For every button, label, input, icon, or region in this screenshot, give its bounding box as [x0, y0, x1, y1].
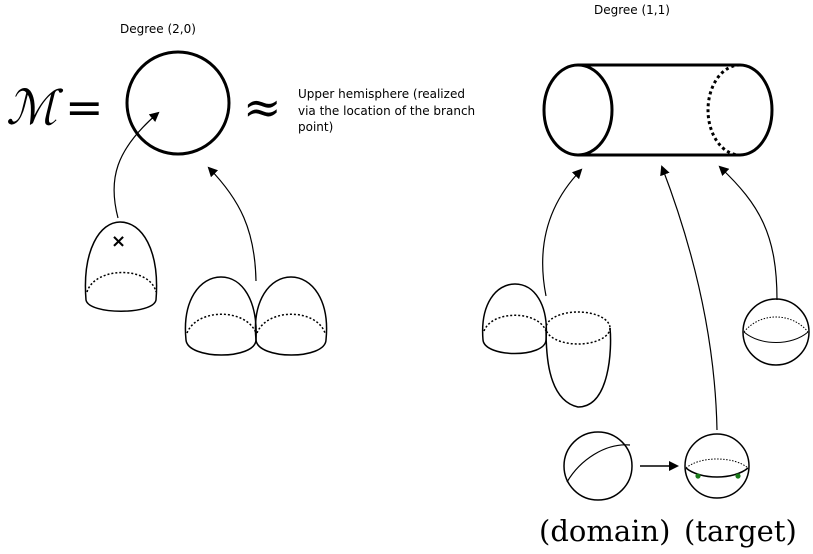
- note-line-2: via the location of the branch: [298, 104, 475, 118]
- domain-sphere: [563, 431, 633, 501]
- arrow-sphere-to-right-end: [718, 165, 778, 301]
- note-line-3: point): [298, 120, 333, 134]
- arrow-to-boundary: [207, 166, 257, 282]
- right-panel-title: Degree (1,1): [594, 3, 670, 17]
- marked-point-left: [695, 473, 701, 479]
- arrow-map-to-middle: [660, 165, 718, 431]
- domain-label: (domain): [539, 514, 670, 548]
- equals-sign: =: [65, 80, 104, 134]
- right-panel: Degree (1,1): [481, 3, 810, 548]
- left-panel-title: Degree (2,0): [120, 22, 196, 36]
- arrow-node-to-left-end: [542, 168, 583, 297]
- double-bubble-node: [184, 276, 328, 356]
- arrow-to-interior: [113, 111, 160, 219]
- approx-sign: ≈: [243, 80, 282, 134]
- bubble-with-hanging-cup: [481, 283, 612, 408]
- target-sphere: [684, 433, 750, 499]
- moduli-cylinder: [542, 63, 774, 157]
- left-panel: Degree (2,0) ℳ = ≈ Upper hemisphere (rea…: [6, 22, 475, 356]
- target-label: (target): [684, 514, 797, 548]
- sphere-with-equator: [742, 298, 810, 366]
- note-line-1: Upper hemisphere (realized: [298, 87, 465, 101]
- moduli-symbol: ℳ: [6, 80, 64, 136]
- moduli-circle: [125, 50, 231, 156]
- branch-point-marker: ×: [111, 231, 126, 252]
- single-bubble-with-branch-point: ×: [84, 221, 158, 312]
- marked-point-right: [735, 473, 741, 479]
